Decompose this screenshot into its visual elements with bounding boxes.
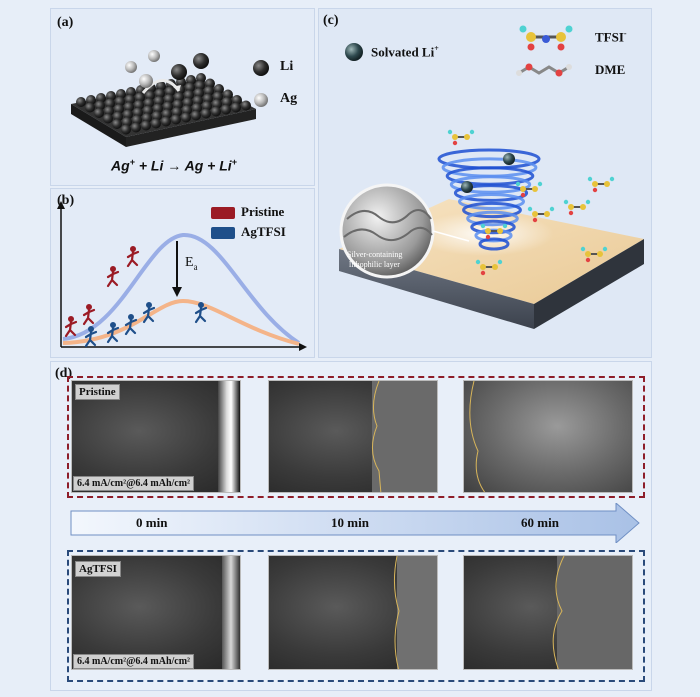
tfsi-molecule [515, 181, 543, 198]
agtfsi-60min-micrograph [463, 555, 633, 670]
low-barrier-curve [62, 298, 300, 346]
reaction-equation: Ag+ + Li → Ag + Li+ [111, 157, 237, 174]
pristine-legend-swatch [211, 207, 235, 219]
panel-b: (b) Pristine AgTFSI Ea [50, 188, 315, 358]
time-label-0: 0 min [136, 515, 168, 530]
li-legend-icon [253, 60, 269, 76]
runner-figure [126, 246, 140, 268]
tfsi-molecule [475, 259, 503, 276]
legend-ag-label: Ag [280, 91, 298, 106]
pristine-row-tag: Pristine [75, 384, 120, 400]
tornado-vortex [437, 148, 541, 251]
layer-label-line-2: lithophilic layer [349, 260, 400, 269]
tfsi-molecule [580, 246, 608, 263]
time-label-60: 60 min [521, 515, 559, 530]
lattice-atoms [76, 73, 251, 135]
agtfsi-condition-tag: 6.4 mA/cm²@6.4 mAh/cm² [73, 654, 195, 669]
time-label-10: 10 min [331, 515, 369, 530]
panel-a: (a) [50, 8, 315, 186]
layer-label-line-1: Silver-containing [347, 250, 403, 259]
agtfsi-10min-micrograph [268, 555, 438, 670]
legend-pristine-label: Pristine [241, 204, 285, 219]
runner-figure [124, 314, 138, 336]
tfsi-molecule [587, 176, 615, 193]
runner-figure [194, 302, 208, 324]
ag-legend-icon [254, 93, 268, 107]
pristine-condition-tag: 6.4 mA/cm²@6.4 mAh/cm² [73, 476, 195, 491]
time-arrow [70, 503, 640, 543]
agtfsi-row-frame [67, 550, 645, 682]
pristine-row-frame [67, 376, 645, 498]
runner-figure [82, 304, 96, 326]
legend-dme: DME [595, 62, 626, 77]
tfsi-molecule [563, 199, 591, 216]
pristine-60min-micrograph [463, 380, 633, 493]
activation-energy-label: Ea [185, 255, 198, 272]
energy-barrier-diagram [57, 201, 307, 351]
tornado-solvation-illustration [339, 25, 644, 329]
tfsi-molecule [447, 129, 475, 146]
runner-figure [64, 316, 78, 338]
runner-figure [106, 266, 120, 288]
tfsi-molecule [480, 223, 508, 240]
legend-tfsi: TFSI- [595, 29, 627, 45]
pristine-10min-micrograph [268, 380, 438, 493]
panel-c-label: (c) [323, 13, 339, 28]
runner-figure [106, 322, 120, 344]
panel-c: (c) [318, 8, 652, 358]
high-barrier-curve [62, 232, 301, 345]
legend-agtfsi-label: AgTFSI [241, 224, 286, 239]
legend-solvated-li: Solvated Li+ [371, 44, 439, 60]
tfsi-legend-icon [519, 25, 573, 51]
runner-figure [84, 326, 98, 348]
panel-a-label: (a) [57, 15, 74, 30]
panel-d: (d) Pristine 6.4 mA/cm²@6.4 mAh/cm² 0 mi… [50, 361, 652, 691]
dme-legend-icon [516, 63, 572, 77]
tfsi-molecule [527, 206, 555, 223]
agtfsi-row-tag: AgTFSI [75, 561, 121, 577]
ag-substrate-illustration [71, 50, 269, 147]
solvated-li-legend-icon [345, 43, 363, 61]
agtfsi-legend-swatch [211, 227, 235, 239]
runner-figure [142, 302, 156, 324]
legend-li-label: Li [280, 59, 294, 74]
